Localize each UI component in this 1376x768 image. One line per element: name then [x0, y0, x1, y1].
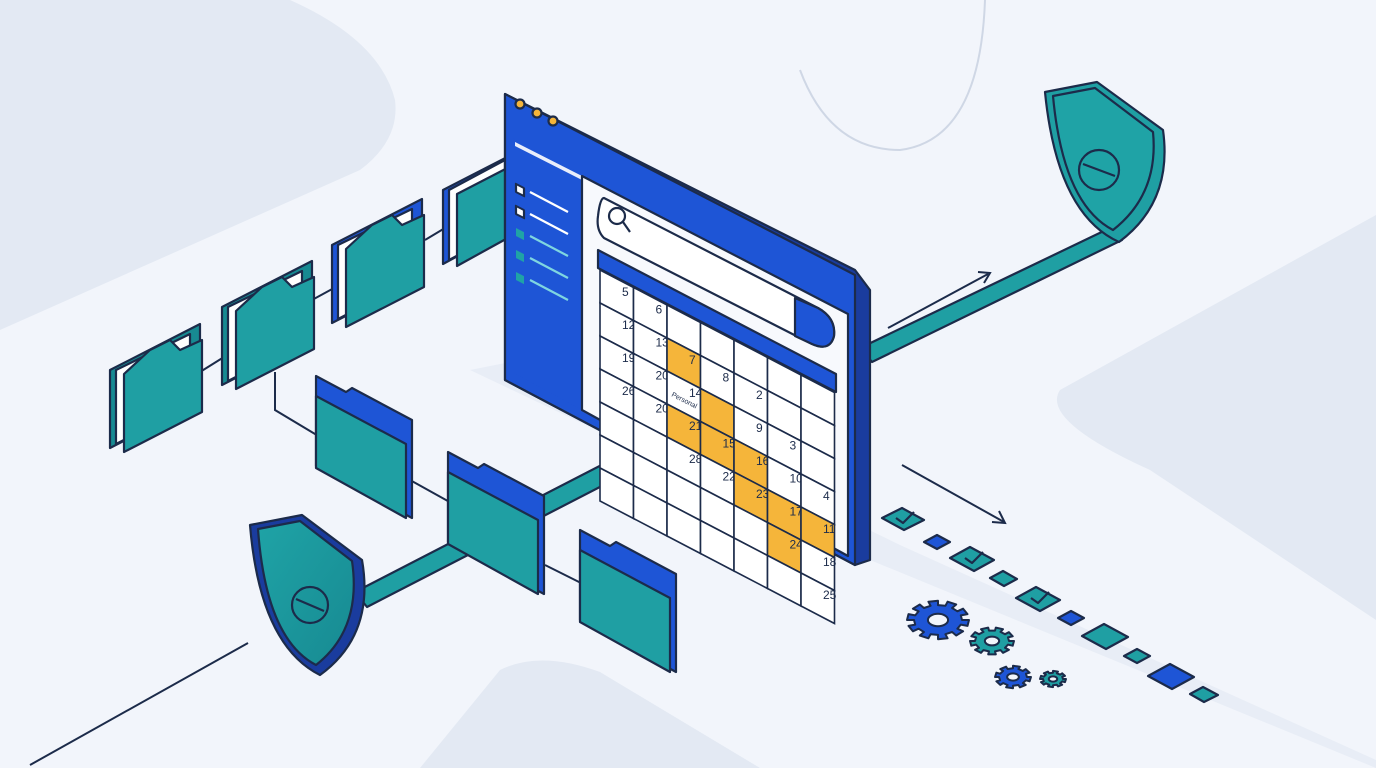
calendar-day-number: 10 [790, 472, 804, 486]
sidebar-item[interactable] [514, 182, 569, 213]
calendar-day-number: 2 [756, 388, 763, 402]
window-dot[interactable] [547, 115, 559, 127]
sidebar [512, 138, 582, 410]
task-marker [1080, 622, 1130, 651]
window-controls [514, 98, 559, 127]
calendar-day-number: 28 [689, 452, 703, 466]
calendar-day-number: 5 [622, 285, 629, 299]
shield-icon [248, 513, 366, 677]
flow-arrows [887, 271, 1007, 525]
check-icon[interactable] [1014, 585, 1062, 613]
calendar-grid: 5 6 12 13 7 8 2 19 20 14 9 3 26 20 21 15 16 10 4 28 22 23 17 11… [599, 268, 837, 625]
gear-icon [994, 664, 1032, 690]
search-icon [607, 206, 631, 233]
calendar-header [596, 248, 838, 394]
pipe-upper [858, 226, 1124, 364]
calendar-day-number: 11 [823, 522, 836, 536]
calendar-day-number: 23 [756, 487, 770, 501]
folder-icon[interactable] [446, 450, 546, 596]
calendar-day-number: 24 [790, 538, 804, 552]
sidebar-item[interactable] [514, 204, 569, 235]
task-marker [1188, 685, 1220, 704]
task-marker [988, 569, 1019, 588]
task-marker [922, 533, 952, 551]
task-marker [1146, 662, 1196, 691]
calendar-day-number: 13 [656, 336, 670, 350]
calendar-day-number: 6 [656, 303, 663, 317]
calendar-day-number: 19 [622, 351, 636, 365]
calendar-day-number: 4 [823, 489, 830, 503]
calendar-cell[interactable] [800, 571, 836, 625]
folder-icon[interactable] [441, 152, 517, 268]
folder-row-lower [314, 374, 678, 674]
check-icon[interactable] [948, 545, 996, 573]
calendar-day-number: 7 [689, 353, 696, 367]
gear-icon [1039, 669, 1067, 689]
sidebar-item[interactable] [516, 271, 569, 301]
folder-icon[interactable] [108, 322, 204, 454]
sidebar-item[interactable] [516, 249, 569, 279]
calendar-day-number: 17 [790, 505, 804, 519]
window-dot[interactable] [514, 98, 526, 110]
task-marker [1056, 609, 1086, 627]
calendar-day-number: 16 [756, 454, 770, 468]
task-marker [1122, 647, 1152, 665]
folder-icon[interactable] [578, 528, 678, 674]
folder-icon[interactable] [220, 259, 316, 391]
gear-cluster [906, 599, 1067, 690]
calendar-day-number: 14 [689, 386, 703, 400]
search-input[interactable] [596, 196, 836, 348]
calendar-day-number: 25 [823, 588, 837, 602]
sidebar-item[interactable] [516, 227, 569, 257]
calendar-day-number: 22 [723, 470, 737, 484]
calendar-day-number: 3 [790, 439, 797, 453]
folder-row-upper [108, 152, 517, 454]
calendar-day-number: 20 [656, 369, 670, 383]
calendar-day-number: 18 [823, 555, 837, 569]
gear-icon [969, 626, 1015, 656]
calendar-day-number: 12 [622, 318, 636, 332]
window-dot[interactable] [531, 107, 543, 119]
gear-icon [906, 599, 970, 641]
folder-icon[interactable] [314, 374, 414, 520]
folder-icon[interactable] [330, 197, 426, 329]
calendar-day-number: 15 [723, 437, 737, 451]
calendar-day-number: 20 [656, 402, 670, 416]
calendar-day-number: 8 [723, 371, 730, 385]
browser-window: 5 6 12 13 7 8 2 19 20 14 9 3 26 20 21 15 16 10 4 28 22 23 17 11… [503, 92, 872, 625]
calendar-day-number: 26 [622, 384, 636, 398]
calendar-day-number: 21 [689, 419, 703, 433]
shield-icon [1043, 80, 1166, 244]
check-icon[interactable] [880, 506, 926, 532]
calendar-day-number: 9 [756, 421, 763, 435]
task-strip [880, 506, 1220, 704]
